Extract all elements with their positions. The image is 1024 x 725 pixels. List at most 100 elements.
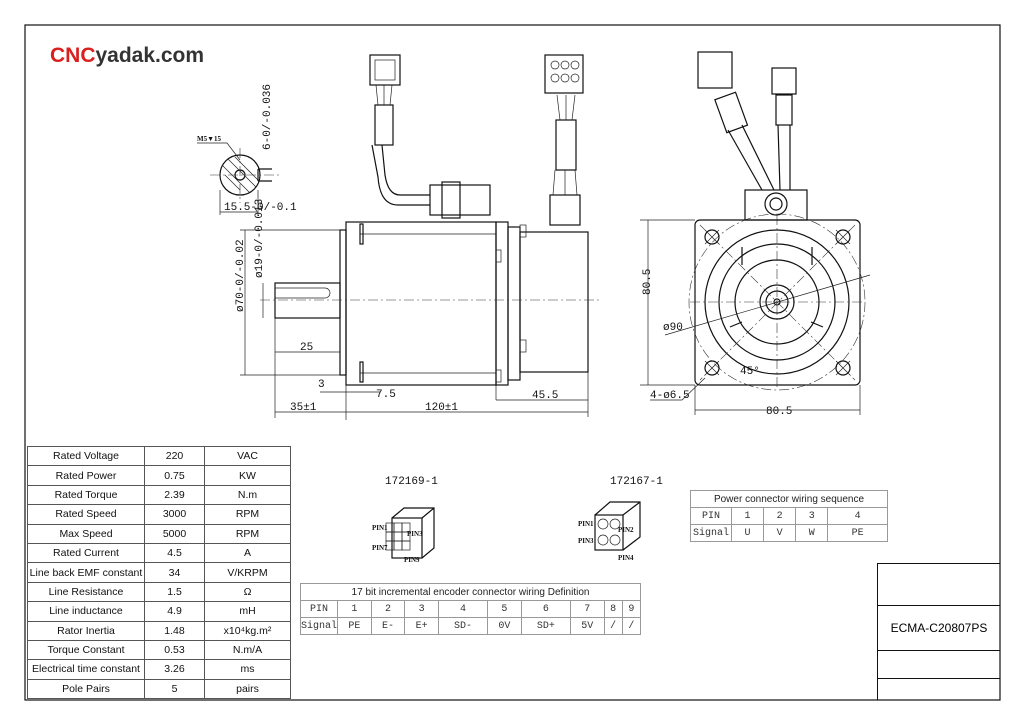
- angle-label: 45°: [740, 366, 760, 378]
- motor-side-view: ø70-0/-0.02 ø19-0/-0.013 25 3 7.5 35±1 1…: [235, 54, 600, 420]
- spec-value: 4.5: [144, 542, 205, 564]
- holes-label: 4-ø6.5: [650, 390, 690, 402]
- spec-unit: RPM: [204, 504, 291, 525]
- power-connector-part: 172167-1: [610, 476, 663, 488]
- signal-header: Signal: [690, 524, 732, 542]
- flange-thickness-label: 7.5: [376, 389, 396, 401]
- spec-value: 4.9: [144, 601, 205, 622]
- model-number: ECMA-C20807PS: [878, 606, 1000, 651]
- spec-param: Torque Constant: [27, 639, 145, 661]
- cell: SD-: [437, 617, 489, 635]
- spec-param: Rated Torque: [27, 484, 145, 506]
- spec-param: Rated Current: [27, 542, 145, 564]
- cell: E-: [370, 617, 406, 635]
- spec-param: Line inductance: [27, 601, 145, 622]
- pin-header: PIN: [299, 600, 339, 618]
- motor-front-view: 80.5 80.5 ø90 4-ø6.5 45°: [640, 51, 871, 418]
- cell: 1: [730, 507, 765, 525]
- cell: SD+: [520, 617, 571, 635]
- cell: /: [603, 617, 623, 635]
- spec-value: 2.39: [144, 484, 205, 506]
- spec-value: 5: [144, 678, 205, 700]
- pin-label: PIN9: [404, 556, 420, 564]
- spec-unit: A: [204, 542, 291, 564]
- spec-value: 3000: [144, 504, 205, 525]
- cell: 4: [827, 507, 888, 525]
- spec-value: 1.5: [144, 581, 205, 603]
- spec-value: 34: [144, 562, 205, 583]
- cell: 3: [404, 600, 439, 618]
- spec-param: Pole Pairs: [27, 678, 145, 700]
- signal-header: Signal: [299, 617, 339, 635]
- cell: 5V: [569, 617, 605, 635]
- flange-dia-label: ø70-0/-0.02: [235, 239, 247, 312]
- cell: PE: [337, 617, 372, 635]
- encoder-table-title: 17 bit incremental encoder connector wir…: [300, 583, 641, 601]
- pilot-label: 3: [318, 379, 325, 391]
- width-label: 80.5: [766, 406, 792, 418]
- spec-unit: V/KRPM: [204, 562, 291, 583]
- spec-unit: Ω: [204, 581, 291, 603]
- spec-value: 0.75: [144, 465, 205, 486]
- cell: W: [795, 524, 829, 542]
- logo: CNCyadak.com: [50, 44, 204, 68]
- title-block: ECMA-C20807PS: [877, 563, 1000, 700]
- cell: 2: [370, 600, 406, 618]
- encoder-connector-part: 172169-1: [385, 476, 438, 488]
- power-connector-sketch: 172167-1 PIN1 PIN2 PIN3 PIN4: [578, 476, 663, 562]
- spec-unit: mH: [204, 601, 291, 622]
- thread-label: M5▼15: [197, 135, 222, 143]
- encoder-length-label: 45.5: [532, 390, 558, 402]
- height-label: 80.5: [642, 269, 654, 295]
- cell: 2: [763, 507, 797, 525]
- spec-value: 220: [144, 445, 205, 467]
- spec-param: Line back EMF constant: [27, 562, 145, 583]
- spec-unit: N.m/A: [204, 639, 291, 661]
- pin-label: PIN4: [618, 554, 634, 562]
- spec-unit: VAC: [204, 445, 291, 467]
- spec-param: Line Resistance: [27, 581, 145, 603]
- cell: 4: [437, 600, 489, 618]
- spec-param: Rator Inertia: [27, 620, 145, 641]
- encoder-wiring-table: 17 bit incremental encoder connector wir…: [299, 583, 642, 635]
- shaft-dia-label: ø19-0/-0.013: [254, 199, 266, 278]
- cell: E+: [404, 617, 439, 635]
- cell: PE: [827, 524, 888, 542]
- spec-param: Rated Voltage: [27, 445, 145, 467]
- cell: 5: [487, 600, 522, 618]
- pin-label: PIN3: [407, 530, 423, 538]
- cell: 3: [795, 507, 829, 525]
- pin-label: PIN2: [618, 526, 634, 534]
- body-length-label: 120±1: [425, 402, 458, 414]
- spec-value: 1.48: [144, 620, 205, 641]
- spec-param: Rated Power: [27, 465, 145, 486]
- spec-unit: x10⁴kg.m²: [204, 620, 291, 641]
- shaft-length-label: 35±1: [290, 402, 317, 414]
- pcd-label: ø90: [663, 322, 683, 334]
- spec-unit: RPM: [204, 523, 291, 544]
- pin-label: PIN3: [578, 537, 594, 545]
- cell: 8: [603, 600, 623, 618]
- drawing-frame: [24, 24, 1001, 701]
- spec-param: Electrical time constant: [27, 659, 145, 680]
- cell: V: [763, 524, 797, 542]
- key-width-label: 6-0/-0.036: [262, 84, 274, 150]
- spec-param: Max Speed: [27, 523, 145, 544]
- cell: 7: [569, 600, 605, 618]
- cell: 1: [337, 600, 372, 618]
- key-length-label: 25: [300, 342, 313, 354]
- cell: 0V: [487, 617, 522, 635]
- spec-unit: pairs: [204, 678, 291, 700]
- logo-part1: CNC: [50, 44, 96, 67]
